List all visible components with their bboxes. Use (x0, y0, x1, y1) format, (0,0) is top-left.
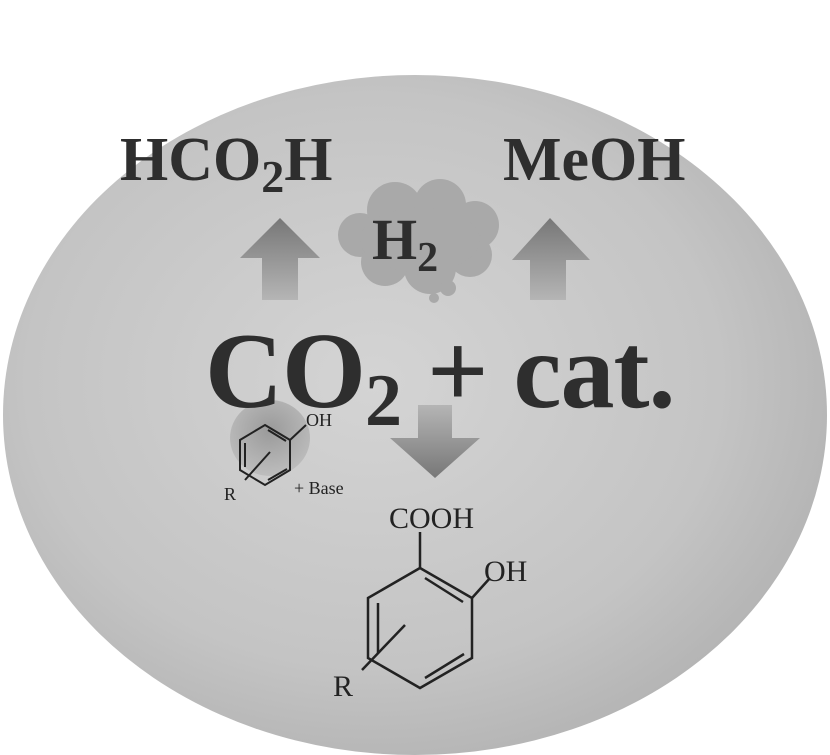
hydrogen-label: H2 (372, 207, 439, 281)
salicylic-acid-structure (361, 532, 491, 690)
phenol-structure (239, 423, 307, 487)
methanol-label: MeOH (503, 126, 686, 194)
arrow-to-formic-acid (240, 218, 320, 300)
base-label: + Base (294, 478, 344, 498)
carboxyl-label: COOH (389, 502, 475, 535)
arrow-to-salicylic-acid (390, 405, 480, 478)
co2-catalyst-label: CO2 + cat. (205, 312, 675, 442)
phenol-substituent-label: R (224, 484, 237, 504)
salicylic-hydroxyl-label: OH (484, 555, 528, 588)
salicylic-substituent-label: R (333, 670, 354, 703)
phenol-hydroxyl-label: OH (306, 410, 332, 430)
formic-acid-label: HCO2H (120, 126, 333, 202)
background-circle (3, 75, 827, 755)
hydrogen-cloud-shape (338, 179, 499, 303)
arrow-to-methanol (512, 218, 590, 300)
